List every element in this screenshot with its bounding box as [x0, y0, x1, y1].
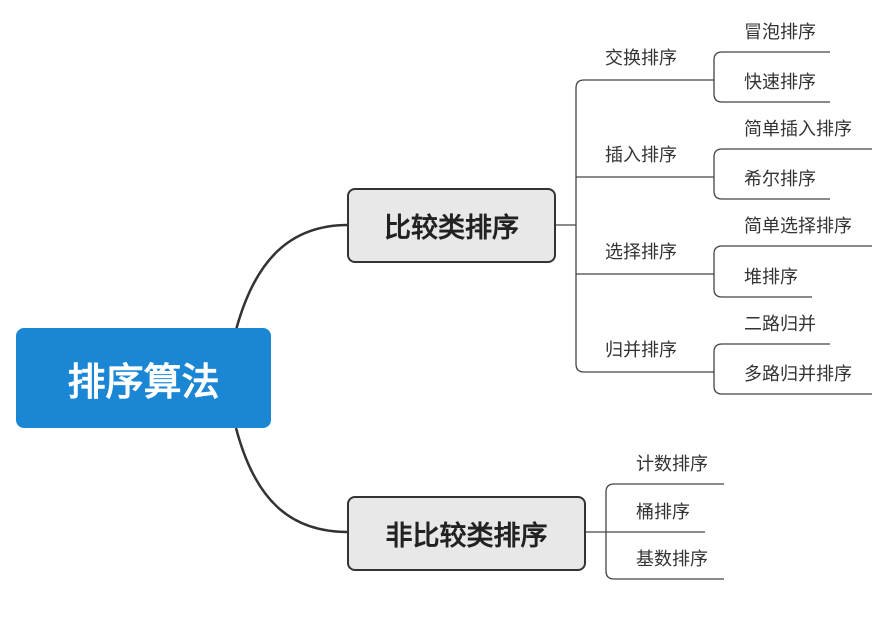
root-to-comparison-connector — [234, 223, 349, 331]
comparison-trunk — [575, 79, 585, 373]
leaf-bubble-sort[interactable]: 冒泡排序 — [744, 22, 816, 43]
node-merge-sort[interactable]: 归并排序 — [605, 340, 677, 361]
node-selection-sort[interactable]: 选择排序 — [605, 242, 677, 263]
leaf-shell-sort[interactable]: 希尔排序 — [744, 169, 816, 190]
branch-comparison-sorts[interactable]: 比较类排序 — [347, 188, 556, 263]
branch-non-comparison-sorts[interactable]: 非比较类排序 — [347, 496, 586, 571]
leaf-two-way-merge[interactable]: 二路归并 — [744, 314, 816, 335]
leaf-heap-sort[interactable]: 堆排序 — [744, 267, 798, 288]
root-node-sorting-algorithms[interactable]: 排序算法 — [16, 328, 271, 428]
node-insertion-sort[interactable]: 插入排序 — [605, 145, 677, 166]
bracket-insertion — [700, 148, 723, 200]
leaf-simple-insertion-sort[interactable]: 简单插入排序 — [744, 119, 852, 140]
node-bucket-sort[interactable]: 桶排序 — [636, 502, 690, 523]
bracket-exchange — [700, 51, 723, 103]
node-exchange-sort[interactable]: 交换排序 — [605, 48, 677, 69]
noncomparison-trunk — [605, 483, 615, 580]
leaf-multi-way-merge-sort[interactable]: 多路归并排序 — [744, 364, 852, 385]
leaf-quick-sort[interactable]: 快速排序 — [744, 72, 816, 93]
bracket-merge — [700, 343, 723, 395]
bracket-selection — [700, 245, 723, 298]
root-to-noncomparison-connector — [234, 427, 349, 534]
node-radix-sort[interactable]: 基数排序 — [636, 549, 708, 570]
node-counting-sort[interactable]: 计数排序 — [636, 454, 708, 475]
leaf-simple-selection-sort[interactable]: 简单选择排序 — [744, 216, 852, 237]
